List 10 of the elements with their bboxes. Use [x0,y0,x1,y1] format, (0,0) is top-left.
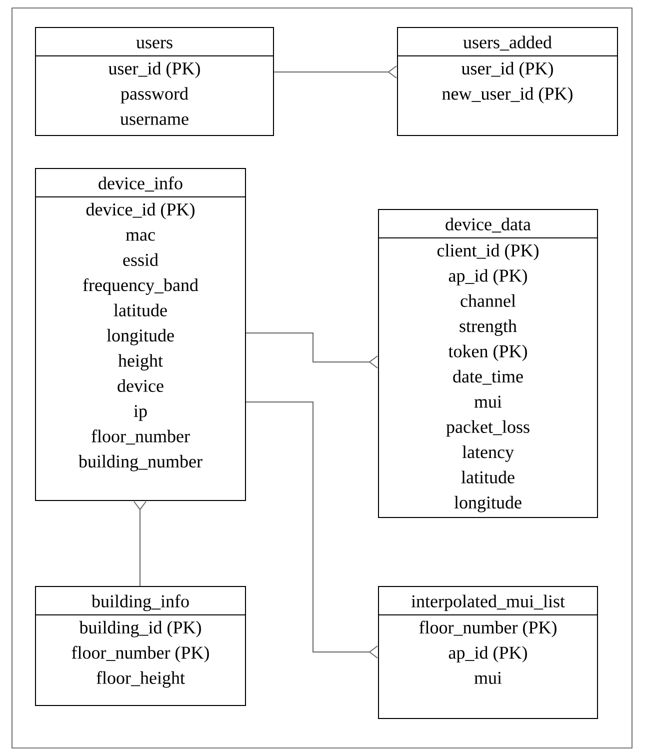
connector [246,402,378,658]
table-box: users user_id (PK) password username [35,27,274,136]
table-box: building_info building_id (PK) floor_number (PK) floor_height [35,586,246,706]
table-box: users_added user_id (PK) new_user_id (PK) [397,27,618,136]
table-box: device_data client_id (PK) ap_id (PK) channel strength token (PK) date_time mui packet_loss latency latitude longitude [378,209,598,518]
connector [134,501,146,586]
connector [274,66,397,78]
connector [246,332,378,368]
table-box: interpolated_mui_list floor_number (PK) ap_id (PK) mui [378,586,598,719]
table-box: device_info device_id (PK) mac essid frequency_band latitude longitude height device ip floor_number building_number [35,168,246,501]
